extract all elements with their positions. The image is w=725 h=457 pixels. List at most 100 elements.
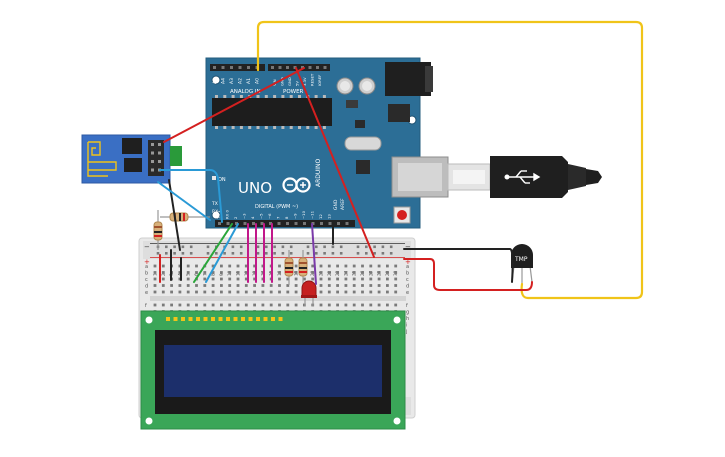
header-pin[interactable] [328,222,332,225]
digital-header[interactable] [215,220,355,227]
wire-blue-esp-rx[interactable] [157,181,211,221]
breadboard-hole[interactable] [386,290,389,294]
rail-hole[interactable] [231,245,235,249]
power-header[interactable] [268,64,330,71]
breadboard-hole[interactable] [228,284,232,287]
breadboard-hole[interactable] [195,264,198,268]
breadboard-hole[interactable] [336,277,339,281]
breadboard-hole[interactable] [261,264,265,268]
breadboard-hole[interactable] [161,284,165,287]
breadboard-hole[interactable] [211,277,215,281]
rail-hole[interactable] [281,245,285,249]
breadboard-hole[interactable] [344,303,348,307]
breadboard-hole[interactable] [394,277,398,281]
breadboard-hole[interactable] [236,284,240,287]
breadboard-hole[interactable] [336,264,339,268]
lcd-pin[interactable] [233,317,238,321]
rail-hole[interactable] [381,245,385,249]
breadboard-hole[interactable] [344,290,348,294]
lcd-pin[interactable] [203,317,208,321]
rail-hole[interactable] [189,245,193,249]
breadboard-hole[interactable] [186,303,190,307]
breadboard-hole[interactable] [319,264,323,268]
breadboard-hole[interactable] [178,277,182,281]
breadboard-hole[interactable] [377,303,381,307]
wire-purple-led[interactable] [311,223,317,285]
rail-hole[interactable] [365,252,368,255]
rail-hole[interactable] [389,252,393,255]
breadboard-hole[interactable] [236,277,240,281]
breadboard-hole[interactable] [394,290,398,294]
breadboard-hole[interactable] [153,271,157,274]
breadboard-hole[interactable] [220,264,223,268]
breadboard-hole[interactable] [294,290,298,294]
header-pin[interactable] [293,66,297,69]
breadboard-hole[interactable] [377,290,381,294]
breadboard-hole[interactable] [203,277,207,281]
breadboard-hole[interactable] [327,290,331,294]
breadboard-hole[interactable] [352,284,356,287]
breadboard-hole[interactable] [377,271,381,274]
breadboard-hole[interactable] [319,271,323,274]
breadboard-hole[interactable] [361,271,364,274]
rail-hole[interactable] [315,245,318,249]
header-pin[interactable] [247,66,250,69]
rail-hole[interactable] [265,252,268,255]
breadboard-hole[interactable] [203,271,207,274]
breadboard-hole[interactable] [286,277,290,281]
breadboard-hole[interactable] [178,290,182,294]
analog-header[interactable] [210,64,265,71]
breadboard-hole[interactable] [386,303,389,307]
breadboard-hole[interactable] [170,290,173,294]
lcd-pin[interactable] [226,317,230,321]
breadboard-hole[interactable] [261,303,265,307]
breadboard-hole[interactable] [253,284,256,287]
lcd-pin[interactable] [256,317,260,321]
breadboard-hole[interactable] [161,271,165,274]
breadboard-hole[interactable] [161,264,165,268]
breadboard-hole[interactable] [294,271,298,274]
breadboard-hole[interactable] [253,264,256,268]
rail-hole[interactable] [273,252,276,255]
esp-pin[interactable] [151,151,154,155]
esp8266-wifi-module[interactable] [81,134,182,184]
breadboard-hole[interactable] [161,290,165,294]
header-pin[interactable] [230,66,233,69]
header-pin[interactable] [308,66,312,69]
header-pin[interactable] [243,222,247,225]
breadboard-hole[interactable] [269,303,273,307]
rail-hole[interactable] [265,245,268,249]
breadboard-hole[interactable] [311,271,315,274]
esp-header[interactable] [148,140,164,176]
breadboard-hole[interactable] [361,264,364,268]
breadboard-hole[interactable] [344,284,348,287]
breadboard-hole[interactable] [319,290,323,294]
breadboard-hole[interactable] [336,303,339,307]
breadboard-hole[interactable] [336,290,339,294]
lcd-pin[interactable] [211,317,215,321]
rail-hole[interactable] [339,245,343,249]
breadboard-hole[interactable] [236,290,240,294]
breadboard-hole[interactable] [386,277,389,281]
lcd-pin[interactable] [173,317,178,321]
breadboard-hole[interactable] [220,303,223,307]
breadboard-hole[interactable] [327,284,331,287]
breadboard-hole[interactable] [253,303,256,307]
breadboard-hole[interactable] [186,284,190,287]
wire-yellow-signal[interactable] [256,20,644,300]
wire-green-lcd[interactable] [193,223,233,283]
rail-hole[interactable] [339,252,343,255]
rail-hole[interactable] [389,245,393,249]
breadboard-hole[interactable] [294,284,298,287]
breadboard-hole[interactable] [377,277,381,281]
breadboard-hole[interactable] [278,290,281,294]
header-pin[interactable] [271,66,274,69]
breadboard-hole[interactable] [294,277,298,281]
rail-hole[interactable] [189,252,193,255]
breadboard-hole[interactable] [361,284,364,287]
breadboard-hole[interactable] [236,264,240,268]
header-pin[interactable] [311,222,315,225]
resistor-esp-vertical[interactable] [153,210,163,250]
breadboard-hole[interactable] [352,303,356,307]
